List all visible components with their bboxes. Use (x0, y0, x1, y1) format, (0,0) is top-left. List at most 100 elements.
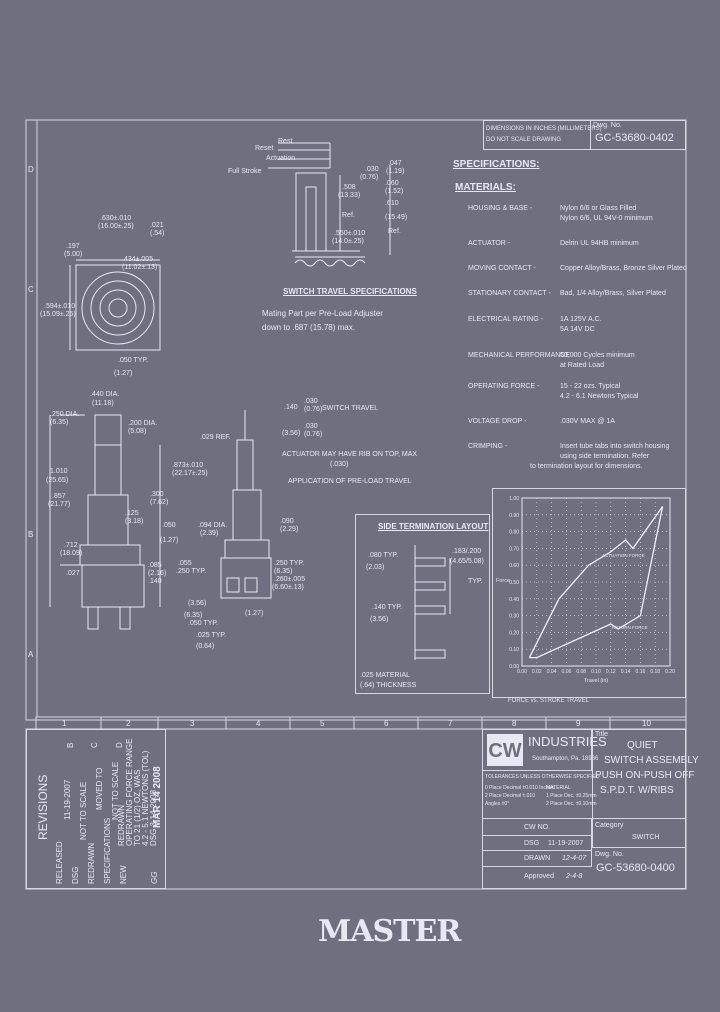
title-line-1: QUIET (627, 740, 658, 751)
approved-label: Approved (524, 873, 554, 880)
travel-dim-1: .030 (365, 166, 379, 173)
travel-spec-heading: SWITCH TRAVEL SPECIFICATIONS (283, 287, 417, 296)
chart-y-tick: 0.10 (509, 647, 519, 653)
tol-line-1: 0 Place Decimal ±0.010 Inches (485, 785, 554, 791)
spec-label: VOLTAGE DROP - (468, 418, 527, 425)
grid-col-5: 5 (320, 719, 325, 728)
front-dim-3: .250 DIA. (50, 411, 80, 418)
revisions-block (26, 729, 166, 889)
master-stamp: MASTER (318, 914, 461, 949)
front-dim-21: (1.27) (160, 537, 179, 544)
grid-col-2: 2 (126, 719, 131, 728)
side-dim-2: .140 (284, 404, 298, 411)
grid-col-9: 9 (576, 719, 581, 728)
dsg-label: DSG (524, 840, 540, 847)
term-dim-9: (.64) THICKNESS (360, 682, 417, 689)
travel-dim-8: .047 (388, 160, 402, 167)
travel-note-line-1: Mating Part per Pre-Load Adjuster (262, 309, 383, 318)
spec-value: Bad, 1/4 Alloy/Brass, Silver Plated (560, 290, 666, 297)
title-label: Title (595, 731, 608, 738)
grid-col-8: 8 (512, 719, 517, 728)
spec-value: Insert tube tabs into switch housing (560, 443, 670, 450)
front-dim-4: (6.35) (50, 419, 69, 426)
front-dim-7: 1.010 (50, 468, 68, 475)
side-note-rib-dim: (.030) (330, 461, 349, 468)
rev2-line-1: REDRAWN (87, 842, 96, 884)
front-dim-32: (1.27) (245, 610, 264, 617)
chart-x-tick: 0.00 (517, 669, 527, 675)
tol-line-2: 2 Place Decimal ±.010 (485, 793, 535, 799)
front-dim-25: (3.56) (188, 600, 207, 607)
side-dim-1: .029 REF. (200, 434, 231, 441)
material-line-1: 1 Place Dec. ±0.25mm (546, 793, 597, 799)
chart-x-tick: 0.04 (547, 669, 557, 675)
cw-no-label: CW NO. (524, 824, 551, 831)
top-view-dim-8: (11.02±.13) (122, 264, 158, 271)
front-dim-30: (0.64) (196, 643, 215, 650)
chart-y-tick: 0.40 (509, 597, 519, 603)
spec-value: 1A 125V A.C. (560, 316, 602, 323)
rev2-line-3: SPECIFICATIONS (103, 817, 112, 884)
termination-layout-box (355, 514, 490, 694)
side-note-travel: SWITCH TRAVEL (322, 405, 379, 412)
drawn-row (482, 850, 592, 867)
grid-col-1: 1 (62, 719, 67, 728)
materials-heading: MATERIALS: (455, 182, 516, 193)
termination-drawing (414, 545, 451, 660)
front-dim-26: .055 (178, 560, 192, 567)
rev1-line-4: NOT TO SCALE (79, 781, 88, 840)
category-label: Category (595, 822, 624, 829)
chart-series-line-1 (528, 506, 664, 658)
travel-label-actuation: Actuation (266, 155, 296, 162)
spec-value: 15 - 22 ozs. Typical (560, 383, 621, 390)
side-dim-12: .250 TYP. (274, 560, 305, 567)
rev1-line-2: 11-19-2007 (63, 779, 72, 820)
force-chart-box (492, 488, 686, 698)
side-dim-5: (0.76) (304, 406, 323, 413)
front-dim-22: .085 (148, 562, 162, 569)
chart-y-tick: 0.80 (509, 530, 519, 536)
term-dim-7: TYP. (468, 578, 483, 585)
front-dim-20: .050 (162, 522, 176, 529)
chart-y-tick: 0.20 (509, 630, 519, 636)
travel-dim-5: Ref. (342, 212, 355, 219)
force-chart: 0.000.100.200.300.400.500.600.700.800.90… (496, 496, 675, 684)
spec-label: MECHANICAL PERFORMANCE - (468, 352, 575, 359)
travel-dim-6: .550±.010 (334, 230, 366, 237)
spec-label: MOVING CONTACT - (468, 265, 536, 272)
chart-x-tick: 0.06 (562, 669, 572, 675)
chart-series-line-2 (529, 506, 664, 659)
front-dim-9: .857 (52, 493, 66, 500)
travel-dim-13: (15.49) (385, 214, 408, 221)
front-dim-11: .712 (64, 542, 78, 549)
travel-dim-9: (1.19) (386, 168, 405, 175)
travel-dim-14: Ref. (388, 228, 401, 235)
front-dim-23: (2.16) (148, 570, 167, 577)
dwg-no-bottom-box (592, 818, 686, 848)
grid-row-a: A (28, 650, 34, 659)
spec-value: Delrin UL 94HB minimum (560, 240, 639, 247)
chart-x-label: Travel (in) (584, 678, 609, 684)
grid-col-6: 6 (384, 719, 389, 728)
spec-value: 50,000 Cycles minimum (560, 352, 635, 359)
revisions-heading: REVISIONS (36, 774, 50, 840)
rev-initials: GG (150, 871, 159, 884)
front-dim-17: (7.62) (150, 499, 169, 506)
grid-col-7: 7 (448, 719, 453, 728)
front-dim-14: .873±.010 (172, 462, 204, 469)
company-logo-icon: CW (487, 734, 523, 766)
top-view-dim-5: .197 (66, 243, 80, 250)
chart-annotation-return: RETURN FORCE (612, 625, 648, 630)
spec-value: at Rated Load (560, 362, 604, 369)
term-dim-4: (4.65/5.08) (450, 558, 484, 565)
side-dim-6: .030 (304, 423, 318, 430)
front-dim-16: .300 (150, 491, 164, 498)
chart-x-tick: 0.20 (665, 669, 675, 675)
front-dim-1: .440 DIA. (90, 391, 120, 398)
spec-value: 5A 14V DC (560, 326, 595, 333)
chart-x-tick: 0.16 (636, 669, 646, 675)
chart-y-tick: 1.00 (509, 496, 519, 502)
rev2-line-2: MOVED TO (95, 767, 104, 810)
side-dim-15: (6.60±.13) (272, 584, 304, 591)
spec-label: OPERATING FORCE - (468, 383, 540, 390)
